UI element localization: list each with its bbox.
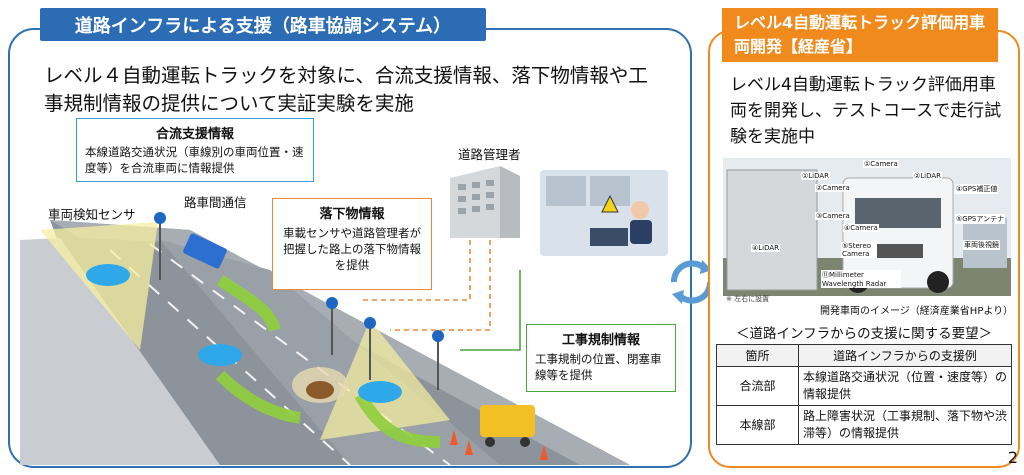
- table-header: 箇所: [716, 344, 799, 367]
- photo-label-gps-antenna: ⑤GPSアンテナ: [955, 214, 1006, 224]
- photo-label-lidar3: ④LiDAR: [751, 244, 781, 252]
- requests-title: ＜道路インフラからの支援に関する要望＞: [736, 326, 993, 342]
- merge-support-box: 合流支援情報 本線道路交通状況（車線別の車両位置・速度等）を合流車両に情報提供: [76, 118, 314, 182]
- table-header: 道路インフラからの支援例: [798, 344, 1012, 367]
- sensor-label: 車両検知センサ: [48, 207, 136, 222]
- left-panel-title: 道路インフラによる支援（路車協調システム）: [40, 8, 486, 41]
- road-manager-building-icon: [450, 166, 520, 238]
- photo-label-lidar2: ②LiDAR: [913, 172, 943, 180]
- photo-label-lidar1: ①LiDAR: [801, 172, 831, 180]
- road-manager-label: 道路管理者: [458, 147, 521, 162]
- road-illustration: [20, 212, 630, 466]
- right-lead-text: レベル4自動運転トラック評価用車両を開発し、テストコースで走行試験を実施中: [730, 75, 1002, 147]
- table-cell: 合流部: [716, 366, 799, 406]
- fallen-object-box: 落下物情報 車載センサや道路管理者が把握した路上の落下物情報を提供: [272, 198, 432, 290]
- fallen-object-heading: 落下物情報: [319, 207, 385, 222]
- table-row: 合流部 本線道路交通状況（位置・速度等）の情報提供: [716, 366, 1012, 406]
- photo-label-camera4: ④Camera: [843, 224, 879, 232]
- photo-label-camera3: ③Camera: [815, 212, 851, 220]
- right-panel-title: レベル4自動運転トラック評価用車両開発【経産省】: [722, 8, 998, 62]
- photo-label-camera2: ②Camera: [815, 184, 851, 192]
- merge-support-heading: 合流支援情報: [155, 127, 234, 142]
- photo-label-gps: ④GPS補正値: [955, 184, 999, 194]
- page-number: 2: [1007, 448, 1018, 467]
- table-cell: 路上障害状況（工事規制、落下物や渋滞等）の情報提供: [798, 405, 1012, 445]
- table-cell: 本線部: [716, 405, 799, 445]
- roadwork-box: 工事規制情報 工事規制の位置、閉塞車線等を提供: [526, 324, 676, 392]
- photo-label-mirror: 車両後視鏡: [963, 240, 1000, 250]
- photo-label-stereo: ⑤Stereo Camera: [841, 242, 877, 258]
- requests-table: 箇所 道路インフラからの支援例 合流部 本線道路交通状況（位置・速度等）の情報提…: [716, 344, 1012, 445]
- photo-label-mmw: ⑪Millimeter Wavelength Radar: [821, 270, 901, 288]
- left-lead-text: レベル４自動運転トラックを対象に、合流支援情報、落下物情報や工事規制情報の提供に…: [44, 64, 648, 115]
- table-row: 本線部 路上障害状況（工事規制、落下物や渋滞等）の情報提供: [716, 405, 1012, 445]
- roadwork-heading: 工事規制情報: [561, 333, 640, 348]
- info-flow-arrows: [360, 240, 521, 351]
- photo-label-camera-top: ①Camera: [863, 160, 899, 168]
- v2v-label: 路車間通信: [184, 195, 247, 210]
- photo-note: ※ 左右に設置: [726, 295, 770, 303]
- fallen-object-body: 車載センサや道路管理者が把握した路上の落下物情報を提供: [283, 226, 421, 272]
- table-cell: 本線道路交通状況（位置・速度等）の情報提供: [798, 366, 1012, 406]
- control-room-icon: [540, 170, 668, 256]
- truck-photo: ①LiDAR ①Camera ②LiDAR ②Camera ③Camera ④G…: [723, 158, 1011, 296]
- photo-caption: 開発車両のイメージ（経済産業省HPより）: [820, 306, 1014, 317]
- merge-support-body: 本線道路交通状況（車線別の車両位置・速度等）を合流車両に情報提供: [85, 145, 304, 175]
- roadwork-body: 工事規制の位置、閉塞車線等を提供: [535, 352, 662, 382]
